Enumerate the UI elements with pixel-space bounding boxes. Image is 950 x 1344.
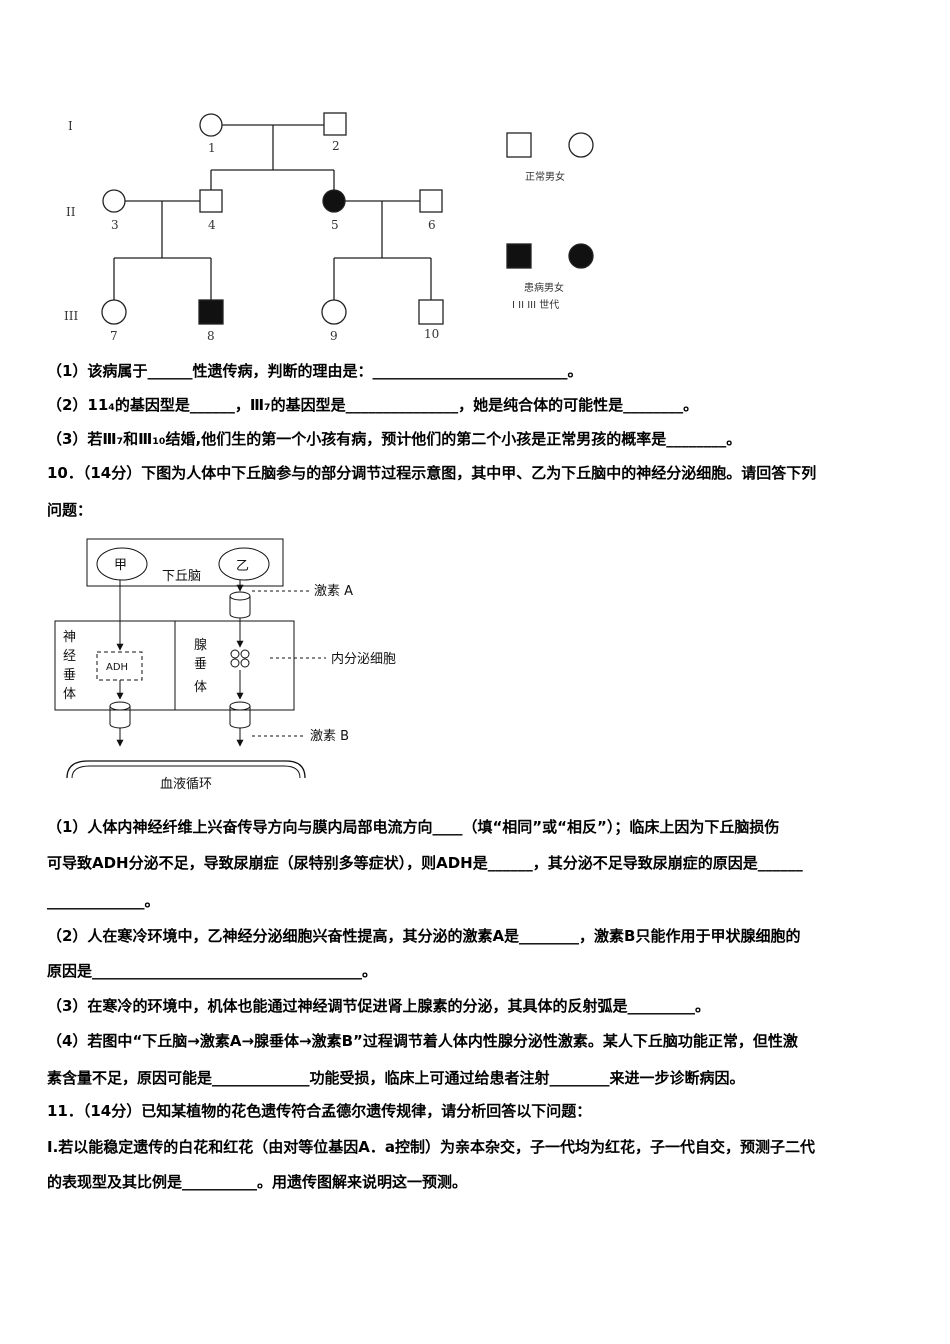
individual-number-7: 7 [110, 329, 118, 343]
q10-stem-line1: 10．（14分）下图为人体中下丘脑参与的部分调节过程示意图，其中甲、乙为下丘脑中… [47, 464, 817, 482]
individual-8-affected-male [198, 299, 224, 325]
hypothalamus-label: 下丘脑 [162, 569, 201, 584]
cell-jia [96, 547, 148, 581]
adenohypophysis-label-2: 垂 [194, 657, 207, 672]
q10-part2-line2: 原因是____________________________________。 [47, 962, 378, 980]
q9-part3: （3）若Ⅲ₇和Ⅲ₁₀结婚,他们生的第一个小孩有病，预计他们的第二个小孩是正常男孩… [47, 430, 742, 448]
pedigree-chart: I II III 1 2 3 4 5 6 7 8 9 10 正常男女 患病男女 … [64, 112, 594, 343]
q11-part1-line1: I.若以能稳定遗传的白花和红花（由对等位基因A．a控制）为亲本杂交，子一代均为红… [47, 1138, 816, 1156]
cell-yi-label: 乙 [236, 559, 249, 574]
individual-6-normal-male [419, 189, 443, 213]
q9-part2: （2）11₄的基因型是______，Ⅲ₇的基因型是_______________… [47, 396, 699, 414]
individual-number-5: 5 [331, 218, 339, 232]
adh-vesicle-icon [109, 701, 131, 729]
q10-part3: （3）在寒冷的环境中，机体也能通过神经调节促进肾上腺素的分泌，其具体的反射弧是_… [47, 997, 710, 1015]
legend-normal-male-symbol [506, 132, 532, 158]
individual-number-6: 6 [428, 218, 436, 232]
neurohypophysis-label-4: 体 [63, 687, 76, 702]
individual-9-normal-female [321, 299, 347, 325]
adh-dashed-box [96, 651, 143, 681]
legend-affected-female-symbol [568, 243, 594, 269]
q10-part1-line3: _____________。 [47, 892, 160, 910]
hormone-b-vesicle-icon [229, 701, 251, 729]
generation-label-2: II [66, 205, 76, 219]
q9-part1: （1）该病属于______性遗传病，判断的理由是：_______________… [47, 362, 583, 380]
q10-stem-line2: 问题： [47, 501, 93, 519]
q10-part2-line1: （2）人在寒冷环境中，乙神经分泌细胞兴奋性提高，其分泌的激素A是________… [47, 927, 801, 945]
individual-number-8: 8 [207, 329, 215, 343]
q10-part1-line1: （1）人体内神经纤维上兴奋传导方向与膜内局部电流方向____（填“相同”或“相反… [47, 818, 780, 836]
neurohypophysis-label-2: 经 [63, 649, 76, 664]
individual-4-normal-male [199, 189, 223, 213]
blood-circulation-bracket [66, 760, 306, 779]
cell-yi [218, 547, 270, 581]
legend-normal-female-symbol [568, 132, 594, 158]
adh-label: ADH [106, 662, 128, 673]
endocrine-cell-cluster-icon [230, 649, 250, 668]
hormone-b-label: 激素 B [310, 729, 349, 744]
individual-number-3: 3 [111, 218, 119, 232]
q10-part4-line2: 素含量不足，原因可能是_____________功能受损，临床上可通过给患者注射… [47, 1069, 745, 1087]
generation-label-1: I [68, 119, 73, 133]
individual-number-2: 2 [332, 139, 340, 153]
individual-number-4: 4 [208, 218, 216, 232]
adenohypophysis-label-3: 体 [194, 680, 207, 695]
generation-label-3: III [64, 309, 78, 323]
neurohypophysis-label-1: 神 [63, 630, 76, 645]
adenohypophysis-label-1: 腺 [194, 638, 207, 653]
hormone-a-label: 激素 A [314, 584, 353, 599]
q10-part1-line2: 可导致ADH分泌不足，导致尿崩症（尿特别多等症状），则ADH是______，其分… [47, 854, 803, 872]
individual-number-9: 9 [330, 329, 338, 343]
legend-affected-male-symbol [506, 243, 532, 269]
hypothalamus-box [86, 538, 284, 587]
individual-number-10: 10 [424, 327, 439, 341]
individual-5-affected-female [322, 189, 346, 213]
legend-normal-label: 正常男女 [525, 170, 565, 183]
q11-part1-line2: 的表现型及其比例是__________。用遗传图解来说明这一预测。 [47, 1173, 468, 1191]
neurohypophysis-label-3: 垂 [63, 668, 76, 683]
legend-generation-label: I II III 世代 [512, 299, 559, 311]
blood-circulation-label: 血液循环 [160, 777, 212, 792]
individual-number-1: 1 [208, 141, 216, 155]
hormone-a-vesicle-icon [229, 591, 251, 619]
individual-10-normal-male [418, 299, 444, 325]
individual-1-normal-female [199, 113, 223, 137]
legend-affected-label: 患病男女 [524, 281, 564, 294]
cell-jia-label: 甲 [114, 558, 127, 573]
individual-7-normal-female [101, 299, 127, 325]
q11-stem: 11．（14分）已知某植物的花色遗传符合孟德尔遗传规律，请分析回答以下问题： [47, 1102, 592, 1120]
individual-2-normal-male [323, 112, 347, 136]
hypothalamus-regulation-diagram: 甲 乙 下丘脑 激素 A 神 经 垂 体 ADH 腺 垂 体 内分泌细胞 激素 … [54, 538, 396, 792]
individual-3-normal-female [102, 189, 126, 213]
q10-part4-line1: （4）若图中“下丘脑→激素A→腺垂体→激素B”过程调节着人体内性腺分泌性激素。某… [47, 1032, 798, 1050]
endocrine-cell-label: 内分泌细胞 [331, 651, 396, 667]
